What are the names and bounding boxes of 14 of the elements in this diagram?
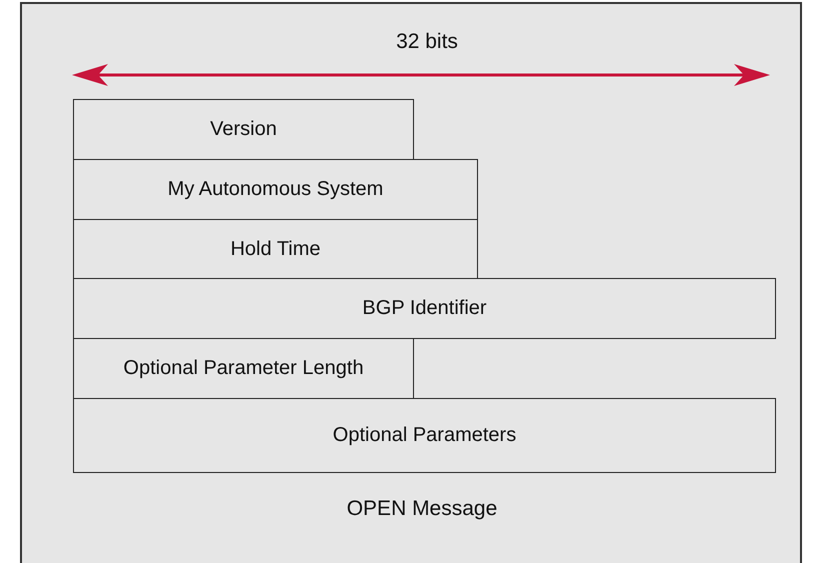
field-box (73, 99, 414, 160)
caption: OPEN Message (346, 497, 498, 521)
field-name: Hold Time (230, 238, 321, 260)
field-box (73, 159, 478, 220)
field-name: My Autonomous System (168, 178, 384, 201)
field-name: Version (210, 118, 277, 141)
field-name: Optional Parameters (332, 424, 516, 447)
field-box (73, 219, 478, 279)
field-box (73, 398, 776, 473)
field-name: Optional Parameter Length (123, 357, 364, 380)
field-box (73, 278, 776, 339)
field-name: BGP Identifier (362, 297, 487, 320)
field-box (73, 338, 414, 399)
dimension-label: 32 bits (396, 30, 458, 54)
